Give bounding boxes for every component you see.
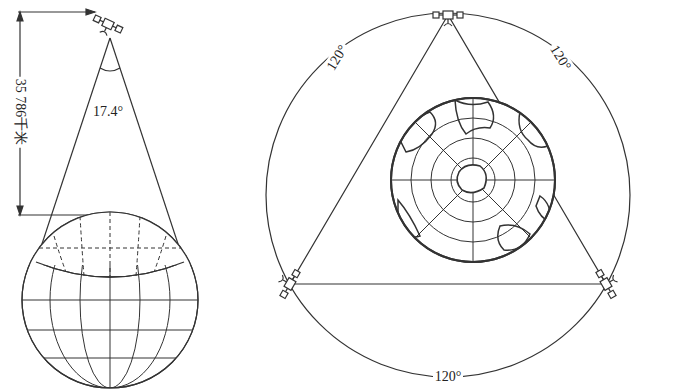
- arc-angle-label: 120°: [322, 41, 352, 75]
- arc-angle-label: 120°: [545, 41, 575, 75]
- satellite-symbol: [273, 266, 301, 299]
- arc-angle-label: 120°: [433, 369, 464, 385]
- globe: [20, 210, 200, 388]
- dimension-line: [17, 9, 100, 215]
- dimension-label: 35 786千米: [12, 77, 28, 148]
- satellite-symbol: [595, 266, 623, 299]
- polar-earth: [391, 98, 555, 262]
- satellite-symbol: [433, 11, 463, 26]
- satellite-symbol: [90, 14, 124, 40]
- orbit-circle: [266, 13, 630, 377]
- coverage-triangle: [290, 15, 606, 284]
- angle-label: 17.4°: [91, 104, 125, 120]
